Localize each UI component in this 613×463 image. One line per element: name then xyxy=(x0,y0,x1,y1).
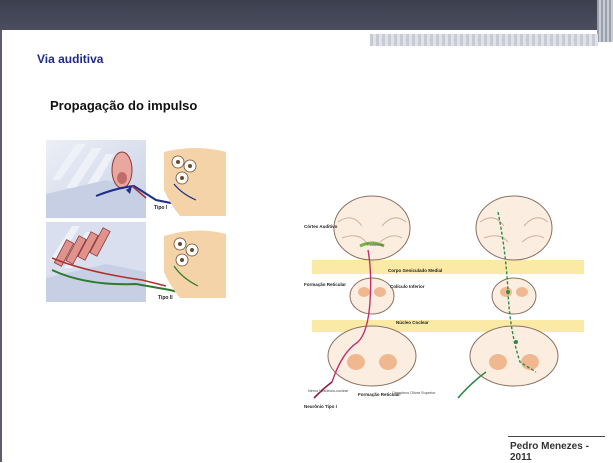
label-type-2: Tipo II xyxy=(158,295,173,301)
slide-title: Via auditiva xyxy=(37,52,103,66)
slide-footer: Pedro Menezes - 2011 xyxy=(510,441,613,463)
top-banner xyxy=(0,0,613,30)
label-type-1: Tipo I xyxy=(154,205,168,211)
footer-divider xyxy=(508,436,605,437)
accent-stripe xyxy=(370,34,598,46)
cochlea-figure: Tipo I Tipo II xyxy=(46,140,228,302)
slide-subtitle: Propagação do impulso xyxy=(50,98,197,113)
label-cortex: Córtex Auditivo xyxy=(304,224,338,229)
label-neuron-type: Neurônio Tipo I xyxy=(304,404,337,409)
label-cochlear-nucleus: Núcleo Coclear xyxy=(396,320,429,325)
label-nerve: Nervo Vestíbulo-coclear xyxy=(308,389,349,393)
brain-right xyxy=(458,196,558,398)
label-thalamus: Thalamus xyxy=(366,242,384,247)
label-geniculate: Corpo Geniculado Medial xyxy=(388,268,442,273)
label-reticular-1: Formação Reticular xyxy=(304,282,346,287)
left-border xyxy=(0,30,2,462)
auditory-pathway-figure: Córtex Auditivo Thalamus Corpo Geniculad… xyxy=(302,192,592,414)
label-olive: Complexo Olivar Superior xyxy=(392,391,436,395)
label-colliculus: Colículo Inferior xyxy=(390,284,425,289)
banner-pattern xyxy=(597,0,613,42)
